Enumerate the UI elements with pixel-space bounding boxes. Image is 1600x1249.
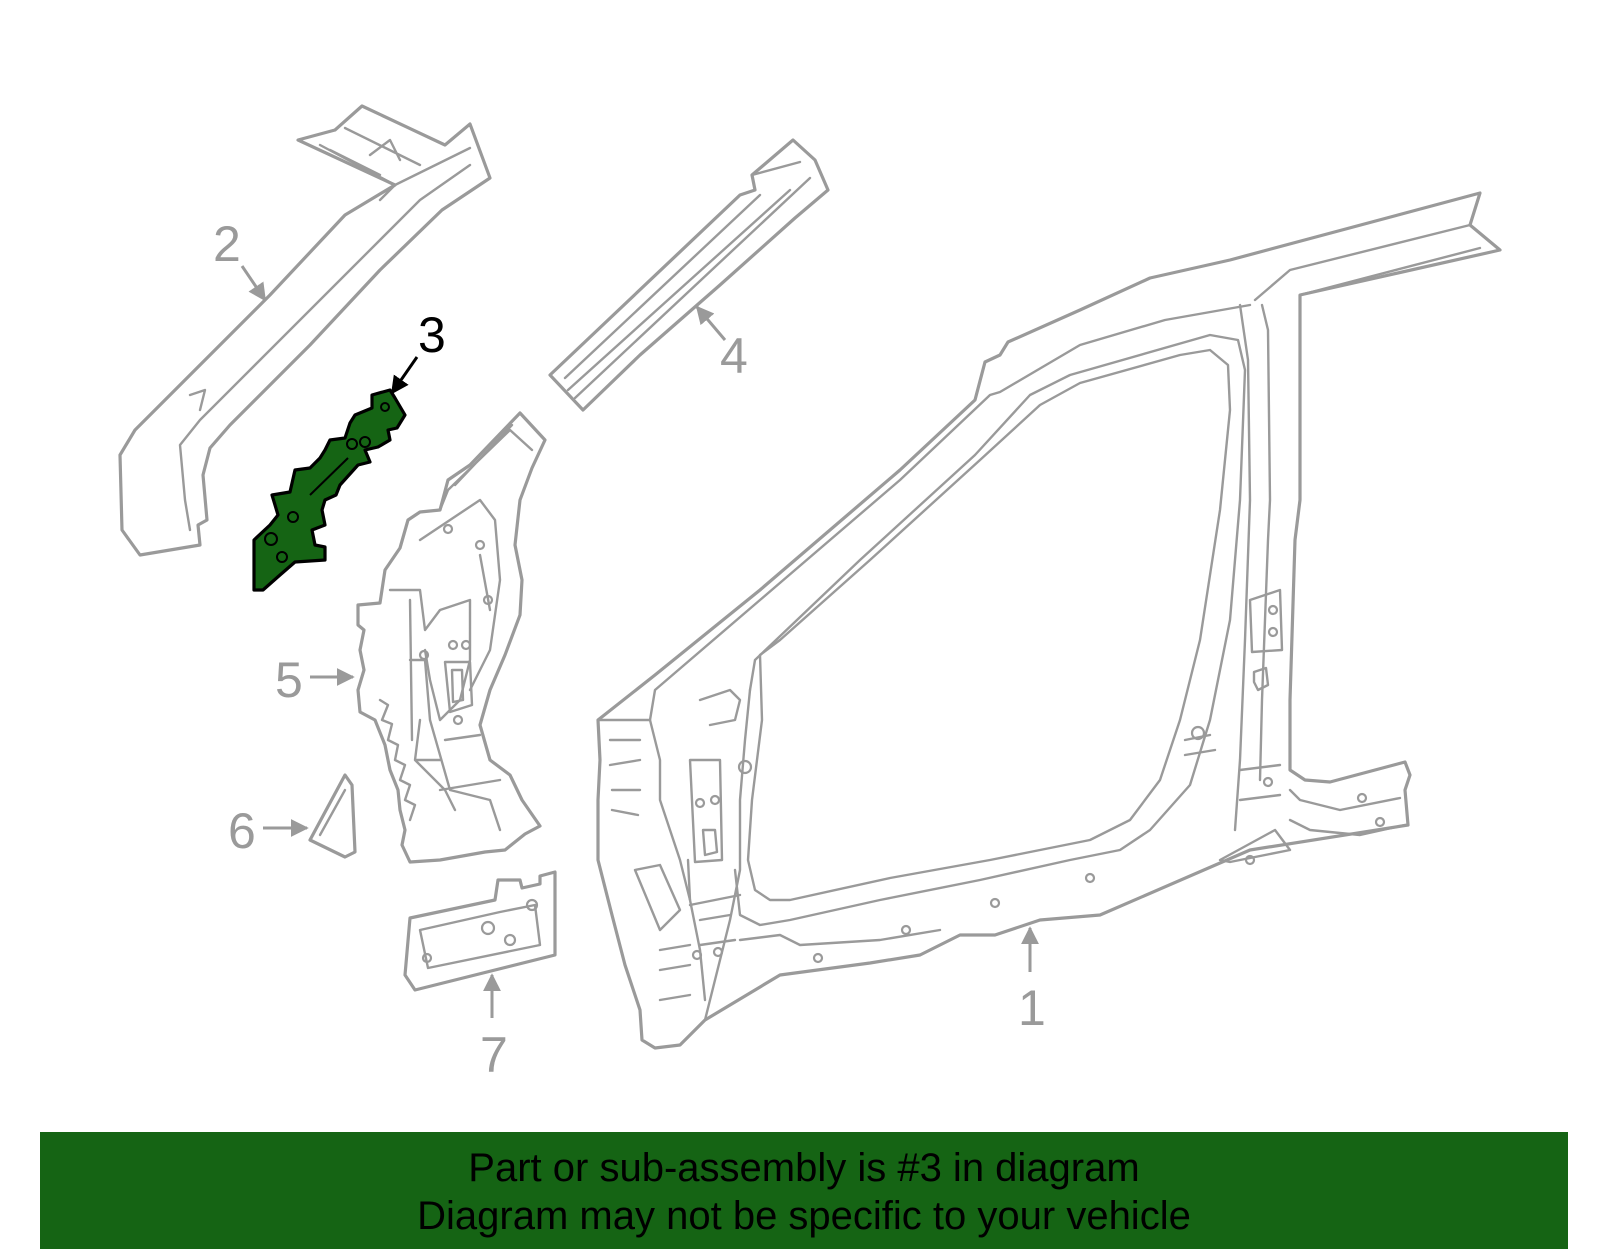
part-5-pillar-inner[interactable] (356, 411, 547, 864)
callout-7: 7 (480, 973, 508, 1083)
callout-7-label: 7 (480, 1027, 508, 1083)
part-1-body-side[interactable] (596, 191, 1502, 1050)
callout-3: 3 (390, 307, 446, 395)
callout-6: 6 (228, 803, 309, 859)
part-2-roof-rail[interactable] (118, 104, 492, 557)
part-7-plate[interactable] (403, 870, 557, 992)
banner-line-2: Diagram may not be specific to your vehi… (417, 1194, 1191, 1238)
part-6-gusset[interactable] (308, 773, 357, 859)
callout-4-label: 4 (720, 328, 748, 384)
part-4-rail[interactable] (548, 138, 830, 412)
callout-5-label: 5 (275, 652, 303, 708)
callout-5: 5 (275, 652, 355, 708)
callout-2-label: 2 (213, 216, 241, 272)
callout-4: 4 (695, 305, 748, 384)
callout-3-label: 3 (418, 307, 446, 363)
callout-6-label: 6 (228, 803, 256, 859)
callout-1: 1 (1018, 926, 1046, 1036)
info-banner: Part or sub-assembly is #3 in diagram Di… (40, 1132, 1568, 1249)
banner-line-1: Part or sub-assembly is #3 in diagram (468, 1146, 1140, 1190)
callout-1-label: 1 (1018, 980, 1046, 1036)
callout-2: 2 (213, 216, 267, 302)
part-3-reinforcement[interactable] (252, 388, 407, 592)
